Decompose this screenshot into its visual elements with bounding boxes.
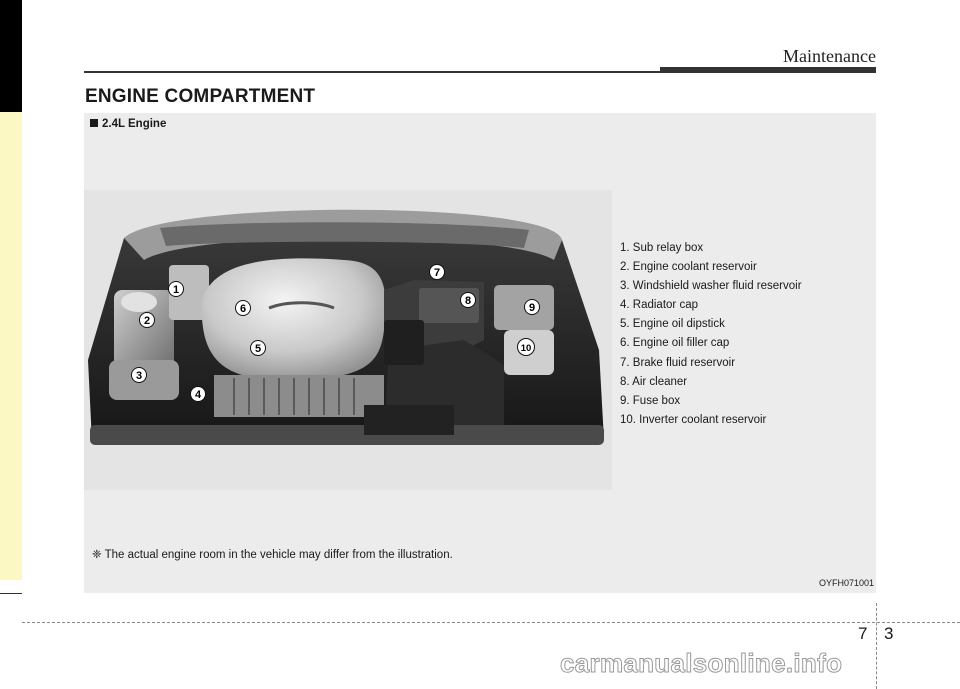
callout-6: 6 xyxy=(235,300,251,316)
svg-text:8: 8 xyxy=(465,295,471,307)
legend-item: 7. Brake fluid reservoir xyxy=(620,356,736,369)
legend-item: 8. Air cleaner xyxy=(620,375,688,388)
chapter-tab-divider xyxy=(0,593,22,594)
header-rule-thick xyxy=(660,67,876,73)
legend-item: 1. Sub relay box xyxy=(620,242,704,254)
page-number: 3 xyxy=(884,624,894,643)
chapter-tab-yellow xyxy=(0,112,22,580)
header-rule-thin xyxy=(84,71,660,73)
callout-2: 2 xyxy=(139,312,155,328)
figure-subheading: 2.4L Engine xyxy=(90,118,166,130)
page-heading: ENGINE COMPARTMENT xyxy=(85,86,316,107)
callout-9: 9 xyxy=(524,299,540,315)
callout-8: 8 xyxy=(460,292,476,308)
callout-3: 3 xyxy=(131,367,147,383)
image-code: OYFH071001 xyxy=(818,578,874,588)
svg-text:9: 9 xyxy=(529,302,535,314)
component-legend: 1. Sub relay box 2. Engine coolant reser… xyxy=(620,239,802,430)
legend-item: 2. Engine coolant reservoir xyxy=(620,261,757,274)
illustration-note: ❈ The actual engine room in the vehicle … xyxy=(92,549,453,561)
svg-text:5: 5 xyxy=(255,343,261,355)
svg-text:2: 2 xyxy=(144,315,150,327)
callout-10: 10 xyxy=(517,338,535,356)
svg-text:7: 7 xyxy=(434,267,440,279)
legend-item: 9. Fuse box xyxy=(620,394,681,407)
legend-item: 6. Engine oil filler cap xyxy=(620,337,730,350)
subheading-text: 2.4L Engine xyxy=(102,118,167,130)
legend-item: 10. Inverter coolant reservoir xyxy=(620,413,767,426)
callout-4: 4 xyxy=(190,386,206,402)
legend-item: 3. Windshield washer fluid reservoir xyxy=(620,280,802,293)
legend-item: 4. Radiator cap xyxy=(620,299,698,312)
footer-divider xyxy=(876,603,877,689)
chapter-tab-black xyxy=(0,0,22,112)
svg-text:3: 3 xyxy=(136,370,142,382)
svg-text:10: 10 xyxy=(521,343,532,354)
footer-rule xyxy=(22,622,960,623)
section-title: Maintenance xyxy=(783,46,876,66)
chapter-number: 7 xyxy=(858,624,868,643)
svg-text:6: 6 xyxy=(240,303,246,315)
svg-text:1: 1 xyxy=(173,284,179,296)
callout-1: 1 xyxy=(168,281,184,297)
legend-item: 5. Engine oil dipstick xyxy=(620,318,725,331)
watermark: carmanualsonline.info xyxy=(559,648,843,679)
engine-compartment-illustration: 1 2 3 4 5 6 7 8 9 10 xyxy=(84,190,612,490)
svg-text:4: 4 xyxy=(195,389,202,401)
callout-5: 5 xyxy=(250,340,266,356)
callout-7: 7 xyxy=(429,264,445,280)
square-bullet-icon xyxy=(90,119,98,127)
